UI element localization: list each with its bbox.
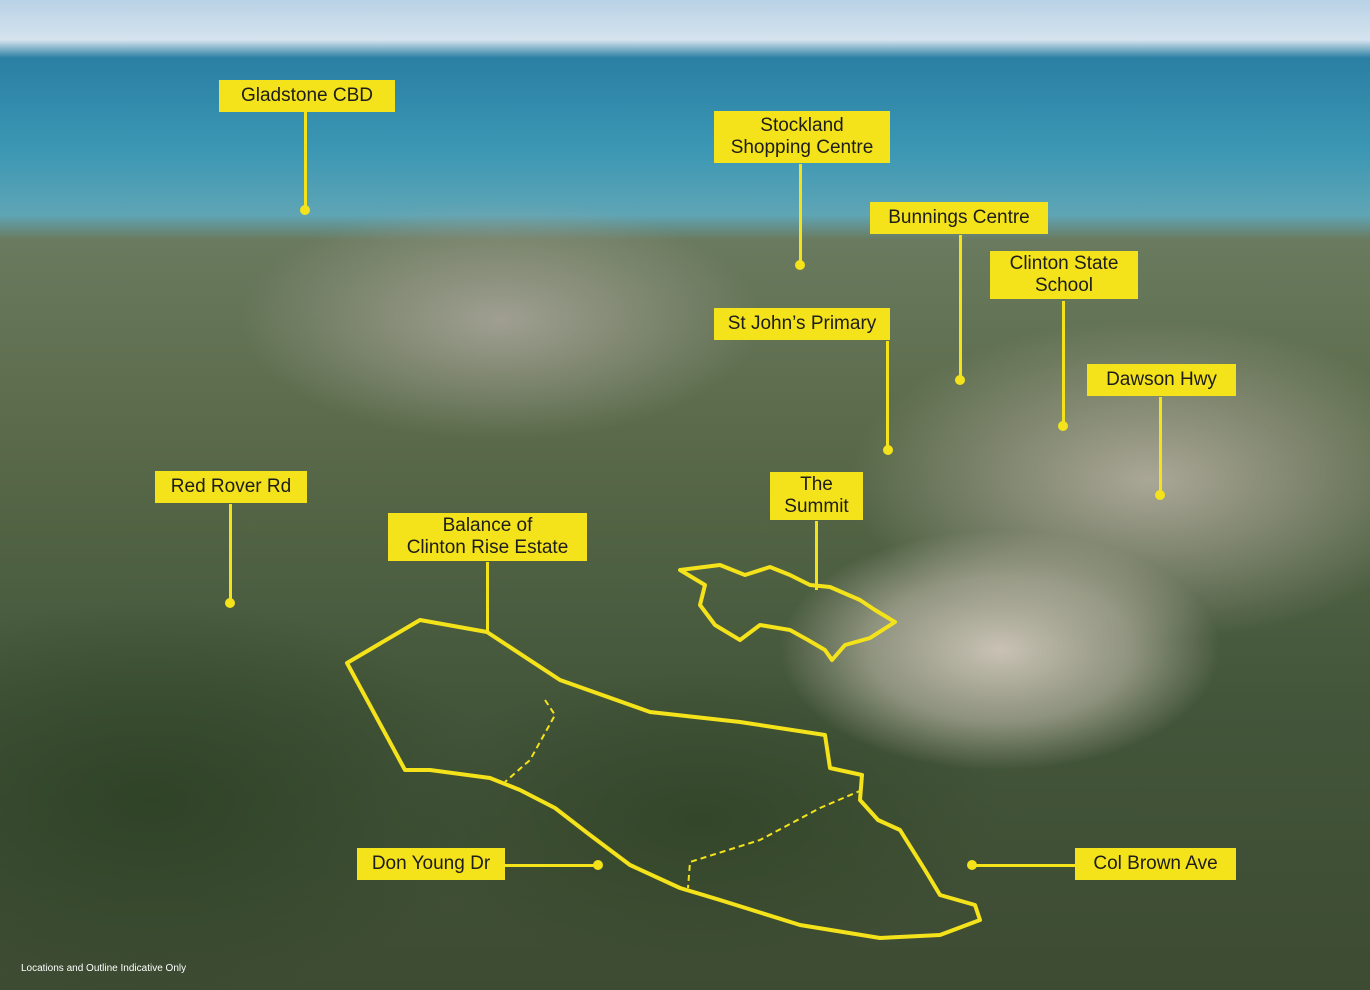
label-col-brown-ave: Col Brown Ave — [1075, 848, 1236, 880]
leader-line — [229, 504, 232, 603]
label-text: Bunnings Centre — [888, 207, 1030, 228]
leader-line — [815, 521, 818, 590]
marker-dot — [225, 598, 235, 608]
label-text: St John’s Primary — [727, 313, 877, 334]
leader-line — [1062, 301, 1065, 426]
label-text: Red Rover Rd — [170, 476, 292, 497]
label-text: The — [800, 474, 833, 495]
leader-line — [1159, 397, 1162, 495]
label-text: School — [1034, 275, 1094, 296]
marker-dot — [967, 860, 977, 870]
label-don-young-dr: Don Young Dr — [357, 848, 505, 880]
stage-divider-2 — [687, 789, 863, 889]
label-text: Balance of — [442, 515, 533, 536]
estate-outline — [345, 618, 982, 940]
marker-dot — [300, 205, 310, 215]
label-text: Clinton Rise Estate — [406, 537, 569, 558]
leader-line — [972, 864, 1075, 867]
label-st-johns-primary: St John’s Primary — [714, 308, 890, 340]
label-text: Col Brown Ave — [1093, 853, 1218, 874]
marker-dot — [795, 260, 805, 270]
marker-dot — [955, 375, 965, 385]
leader-line — [486, 562, 489, 632]
marker-dot — [1058, 421, 1068, 431]
label-text: Clinton State — [1009, 253, 1119, 274]
leader-line — [505, 864, 598, 867]
label-text: Shopping Centre — [730, 137, 874, 158]
label-gladstone-cbd: Gladstone CBD — [219, 80, 395, 112]
disclaimer-caption: Locations and Outline Indicative Only — [21, 963, 187, 974]
leader-line — [959, 235, 962, 380]
label-text: Stockland — [760, 115, 844, 136]
marker-dot — [593, 860, 603, 870]
summit-outline — [678, 563, 897, 662]
label-text: Summit — [784, 496, 849, 517]
leader-line — [799, 164, 802, 265]
stage-divider-1 — [504, 699, 557, 783]
label-text: Dawson Hwy — [1106, 369, 1217, 390]
label-red-rover-rd: Red Rover Rd — [155, 471, 307, 503]
marker-dot — [883, 445, 893, 455]
leader-line — [304, 112, 307, 210]
label-text: Don Young Dr — [371, 853, 491, 874]
label-bunnings: Bunnings Centre — [870, 202, 1048, 234]
label-dawson-hwy: Dawson Hwy — [1087, 364, 1236, 396]
label-text: Gladstone CBD — [240, 85, 373, 106]
leader-line — [886, 341, 889, 450]
marker-dot — [1155, 490, 1165, 500]
